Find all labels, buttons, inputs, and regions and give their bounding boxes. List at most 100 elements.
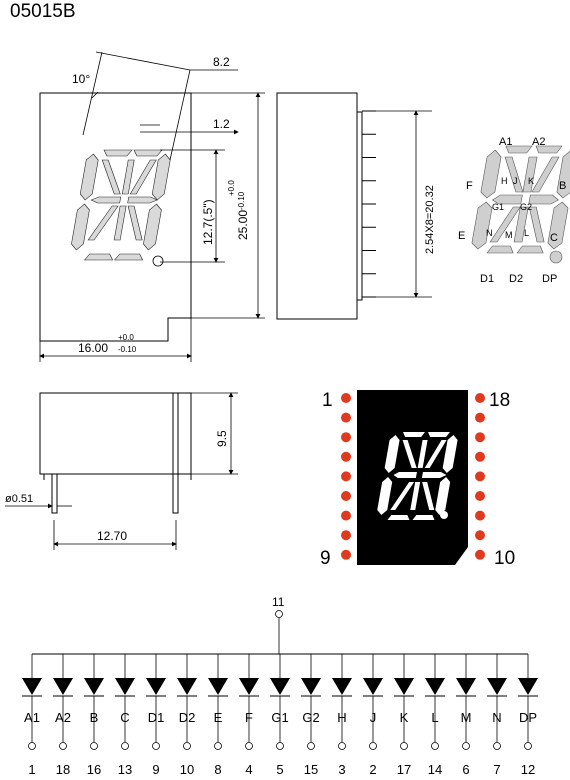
pin-dot-right: [475, 412, 485, 423]
pin-dot-left: [341, 510, 351, 521]
diode-a1: A11: [22, 654, 42, 777]
diode-pin-label: 13: [118, 762, 132, 777]
diode-pin-label: 7: [493, 762, 500, 777]
pin-label-9: 9: [320, 548, 331, 569]
pin-dot-right: [475, 432, 485, 443]
front-dp-dot: [152, 255, 164, 267]
diode-a2: A2 18: [53, 654, 73, 777]
side-view: 2.54X8=20.32: [276, 92, 436, 320]
pin-dot-right: [475, 491, 485, 501]
common-pin-label: 11: [272, 595, 285, 609]
diode-d1: D19: [146, 654, 166, 777]
pin-dot-right: [475, 451, 485, 462]
diode-segment-label: A1: [24, 710, 40, 725]
diode-k: K17: [394, 654, 414, 777]
pin-dot-right: [475, 530, 485, 541]
dim-width-label: 16.00: [78, 341, 108, 355]
diode-m: M6: [456, 654, 476, 777]
pinout-view: 1 18 9 10: [320, 390, 515, 569]
diode-segment-label: D2: [179, 710, 196, 725]
pin-dot-right: [475, 510, 485, 521]
seglabel-f: F: [466, 180, 473, 192]
diode-segment-label: M: [461, 710, 472, 725]
segmap-dp-dot: [549, 250, 563, 264]
pin-dot-right: [475, 471, 485, 482]
diode-segment-label: K: [400, 710, 409, 725]
dim-bottom-height-label: 9.5: [215, 430, 229, 447]
pin-dot-right: [475, 549, 485, 560]
diode-h: H3: [332, 654, 352, 777]
diode-segment-label: C: [120, 710, 129, 725]
diode-f: F4: [239, 654, 259, 777]
bottom-view: 9.5 ø0.51 12.70: [5, 392, 238, 550]
seglabel-d2: D2: [509, 273, 523, 285]
pin-dot-left: [341, 471, 351, 482]
pin-label-10: 10: [494, 548, 515, 569]
diode-pin-label: 8: [214, 762, 221, 777]
diode-pin-label: 14: [428, 762, 442, 777]
diode-pin-label: 15: [304, 762, 318, 777]
pin-dot-left: [341, 432, 351, 443]
dim-pitch-label: 2.54X8=20.32: [424, 185, 436, 254]
seglabel-h: H: [501, 176, 508, 186]
seglabel-l: L: [524, 228, 529, 238]
tol-width-minus: -0.10: [118, 345, 137, 354]
seglabel-g2: G2: [520, 202, 532, 212]
part-number-title: 05015B: [10, 1, 76, 22]
dim-height-label: 12.7(.5"): [201, 199, 215, 245]
seglabel-e: E: [458, 230, 465, 242]
diode-b: B 16: [84, 654, 104, 777]
pin-label-1: 1: [322, 390, 333, 411]
seglabel-m: M: [505, 230, 513, 240]
diode-segment-label: D1: [148, 710, 165, 725]
diode-j: J2: [363, 654, 383, 777]
diode-segment-label: G1: [271, 710, 288, 725]
diode-segment-label: DP: [519, 710, 537, 725]
diode-pin-label: 18: [56, 762, 70, 777]
diode-d2: D2 10: [177, 654, 197, 777]
dim-seg-label: 1.2: [213, 117, 230, 131]
diode-pin-label: 16: [87, 762, 101, 777]
diode-segment-label: J: [370, 710, 377, 725]
seglabel-j: J: [513, 176, 518, 186]
diode-segment-label: G2: [302, 710, 319, 725]
seglabel-d1: D1: [480, 273, 494, 285]
dim-angle-label: 10°: [72, 72, 90, 86]
seglabel-a1: A1: [499, 136, 512, 148]
diode-g2: G2 15: [301, 654, 321, 777]
diode-n: N7: [487, 654, 507, 777]
seglabel-n: N: [486, 228, 493, 238]
seglabel-k: K: [528, 176, 534, 186]
seglabel-a2: A2: [532, 136, 545, 148]
diode-g1: G15: [270, 654, 290, 777]
diode-segment-label: E: [214, 710, 223, 725]
diode-c: C 13: [115, 654, 135, 777]
pin-dot-left: [341, 530, 351, 541]
segment-map: A1 A2 F H J K B G1 G2 E N M L C D1 D2 DP: [458, 136, 570, 285]
diode-segment-label: F: [245, 710, 253, 725]
pin-dot-left: [341, 393, 351, 403]
dim-row-spacing-label: 12.70: [97, 529, 127, 543]
diode-l: L 14: [425, 654, 445, 777]
pin-dot-left: [341, 491, 351, 501]
seglabel-g1: G1: [492, 202, 504, 212]
tol-height-plus: +0.0: [227, 180, 236, 196]
circuit-diagram: 11 A11A218B16C13D19D210E8F4G15G215H3J2K1…: [22, 595, 538, 777]
diode-segment-label: L: [431, 710, 438, 725]
pinout-dp-dot: [440, 511, 448, 519]
diode-segment-label: A2: [55, 710, 71, 725]
diode-pin-label: 10: [180, 762, 194, 777]
seglabel-dp: DP: [542, 273, 557, 285]
tol-height-minus: -0.10: [237, 191, 246, 210]
diode-segment-label: B: [90, 710, 99, 725]
pin-label-18: 18: [489, 390, 510, 411]
diode-pin-label: 6: [462, 762, 469, 777]
diode-pin-label: 4: [245, 762, 252, 777]
diode-segment-label: H: [337, 710, 346, 725]
diode-e: E8: [208, 654, 228, 777]
diode-pin-label: 3: [338, 762, 345, 777]
front-view: 10° 8.2 1.2 12.7(.5") 25.00 +0.0 -0.10 1…: [39, 51, 265, 362]
pin-dot-left: [341, 549, 351, 560]
